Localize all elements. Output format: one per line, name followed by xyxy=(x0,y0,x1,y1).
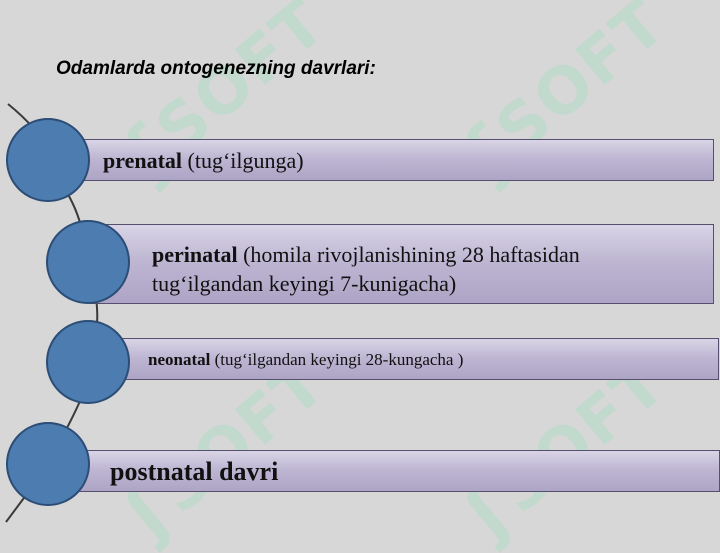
stage-term: neonatal xyxy=(148,350,211,369)
stage-label-prenatal: prenatal (tug‘ilgunga) xyxy=(103,148,304,174)
stage-band-neonatal xyxy=(95,338,719,380)
stage-term: postnatal davri xyxy=(110,457,279,486)
stage-marker-prenatal xyxy=(6,118,90,202)
stage-label-neonatal: neonatal (tug‘ilgandan keyingi 28-kungac… xyxy=(148,350,463,370)
stage-term: perinatal xyxy=(152,242,238,267)
stage-marker-perinatal xyxy=(46,220,130,304)
stage-band-postnatal xyxy=(40,450,720,492)
stage-term: prenatal xyxy=(103,148,183,173)
stage-marker-postnatal xyxy=(6,422,90,506)
slide-title: Odamlarda ontogenezning davrlari: xyxy=(56,58,376,79)
stage-label-perinatal: perinatal (homila rivojlanishining 28 ha… xyxy=(152,240,580,298)
stage-label-postnatal: postnatal davri xyxy=(110,457,278,487)
stage-desc: (tug‘ilgunga) xyxy=(182,148,304,173)
stage-desc-line2: tug‘ilgandan keyingi 7-kunigacha) xyxy=(152,271,457,296)
stage-band-prenatal xyxy=(40,139,714,181)
stage-marker-neonatal xyxy=(46,320,130,404)
stage-desc: (tug‘ilgandan keyingi 28-kungacha ) xyxy=(210,350,464,369)
stage-desc: (homila rivojlanishining 28 haftasidan xyxy=(237,242,580,267)
